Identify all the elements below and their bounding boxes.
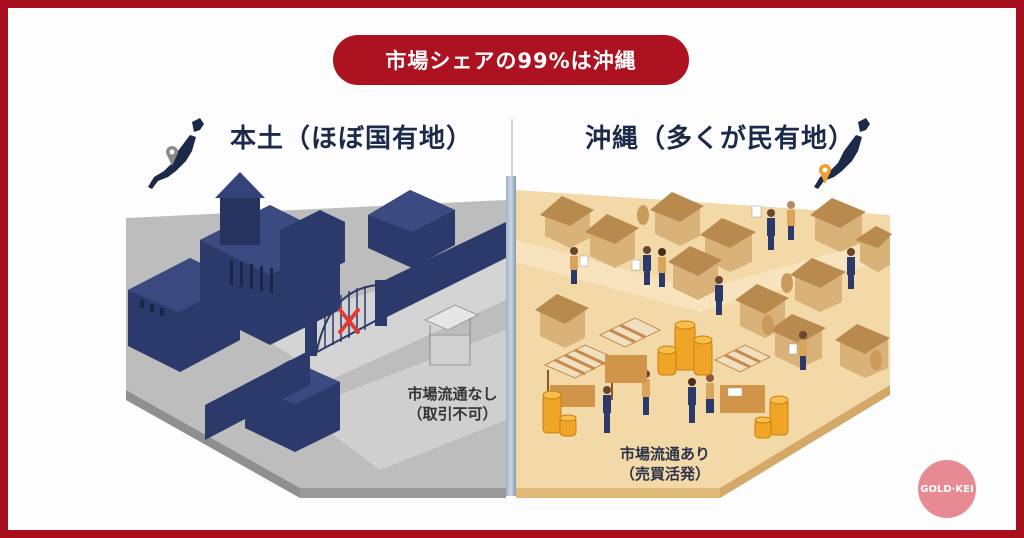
house-icon bbox=[855, 226, 892, 272]
person-with-document-icon bbox=[788, 331, 807, 370]
house-icon bbox=[585, 214, 639, 268]
person-icon bbox=[847, 248, 855, 289]
market-stall-icons bbox=[543, 317, 772, 413]
courthouse-building-icon bbox=[368, 190, 455, 268]
mainland-caption-line2: （取引不可） bbox=[407, 405, 498, 423]
okinawa-caption: 市場流通あり （売買活発） bbox=[600, 444, 730, 484]
panel-divider-line bbox=[511, 119, 513, 179]
gold-coin-stack-icon bbox=[657, 345, 677, 376]
gray-location-pin-icon bbox=[166, 146, 178, 166]
gold-coin-stack-icon bbox=[559, 414, 577, 437]
red-x-icon bbox=[338, 308, 360, 334]
page-title-badge: 市場シェアの99%は沖縄 bbox=[333, 35, 689, 85]
gold-coin-stack-icons bbox=[542, 320, 789, 439]
person-icon bbox=[688, 378, 696, 423]
house-icon bbox=[790, 258, 846, 312]
house-icon bbox=[540, 196, 594, 248]
person-icon bbox=[603, 386, 611, 433]
tree-icons bbox=[637, 205, 882, 370]
gold-coin-stack-icon bbox=[542, 390, 562, 434]
brand-logo-text: GOLD·KEI bbox=[920, 483, 974, 495]
government-building-icon bbox=[128, 172, 345, 372]
person-icon bbox=[658, 248, 666, 287]
boundary-wall bbox=[205, 222, 506, 440]
brand-logo: GOLD·KEI bbox=[918, 460, 976, 518]
house-icon bbox=[668, 246, 722, 300]
person-icon bbox=[715, 276, 723, 315]
person-icon bbox=[706, 374, 714, 413]
panel-divider-pillar bbox=[506, 176, 516, 496]
person-icon bbox=[787, 201, 795, 240]
person-with-document-icon bbox=[570, 247, 589, 284]
okinawa-caption-line1: 市場流通あり bbox=[619, 445, 710, 463]
house-icon bbox=[810, 198, 866, 252]
house-icon bbox=[770, 314, 826, 368]
okinawa-caption-line2: （売買活発） bbox=[619, 465, 710, 483]
mainland-caption: 市場流通なし （取引不可） bbox=[395, 384, 510, 424]
gold-coin-stack-icon bbox=[674, 320, 696, 371]
house-icon bbox=[650, 192, 704, 246]
house-icon bbox=[535, 294, 589, 348]
person-with-document-icon bbox=[751, 205, 775, 250]
japan-map-icon bbox=[148, 118, 204, 189]
market-stall-icon bbox=[713, 344, 772, 413]
person-with-document-icon bbox=[631, 246, 651, 285]
gold-coin-stack-icon bbox=[769, 395, 789, 436]
gold-coin-stack-icon bbox=[693, 335, 713, 376]
market-stall-icon bbox=[598, 317, 662, 383]
orange-location-pin-icon bbox=[819, 164, 831, 184]
gold-coin-stack-icon bbox=[754, 416, 772, 439]
mainland-caption-line1: 市場流通なし bbox=[407, 385, 498, 403]
page-title: 市場シェアの99%は沖縄 bbox=[385, 49, 637, 73]
mainland-heading: 本土（ほぼ国有地） bbox=[230, 124, 474, 154]
empty-market-stall-icon bbox=[423, 304, 480, 366]
okinawa-heading: 沖縄（多くが民有地） bbox=[585, 124, 856, 154]
house-icons bbox=[535, 192, 892, 378]
